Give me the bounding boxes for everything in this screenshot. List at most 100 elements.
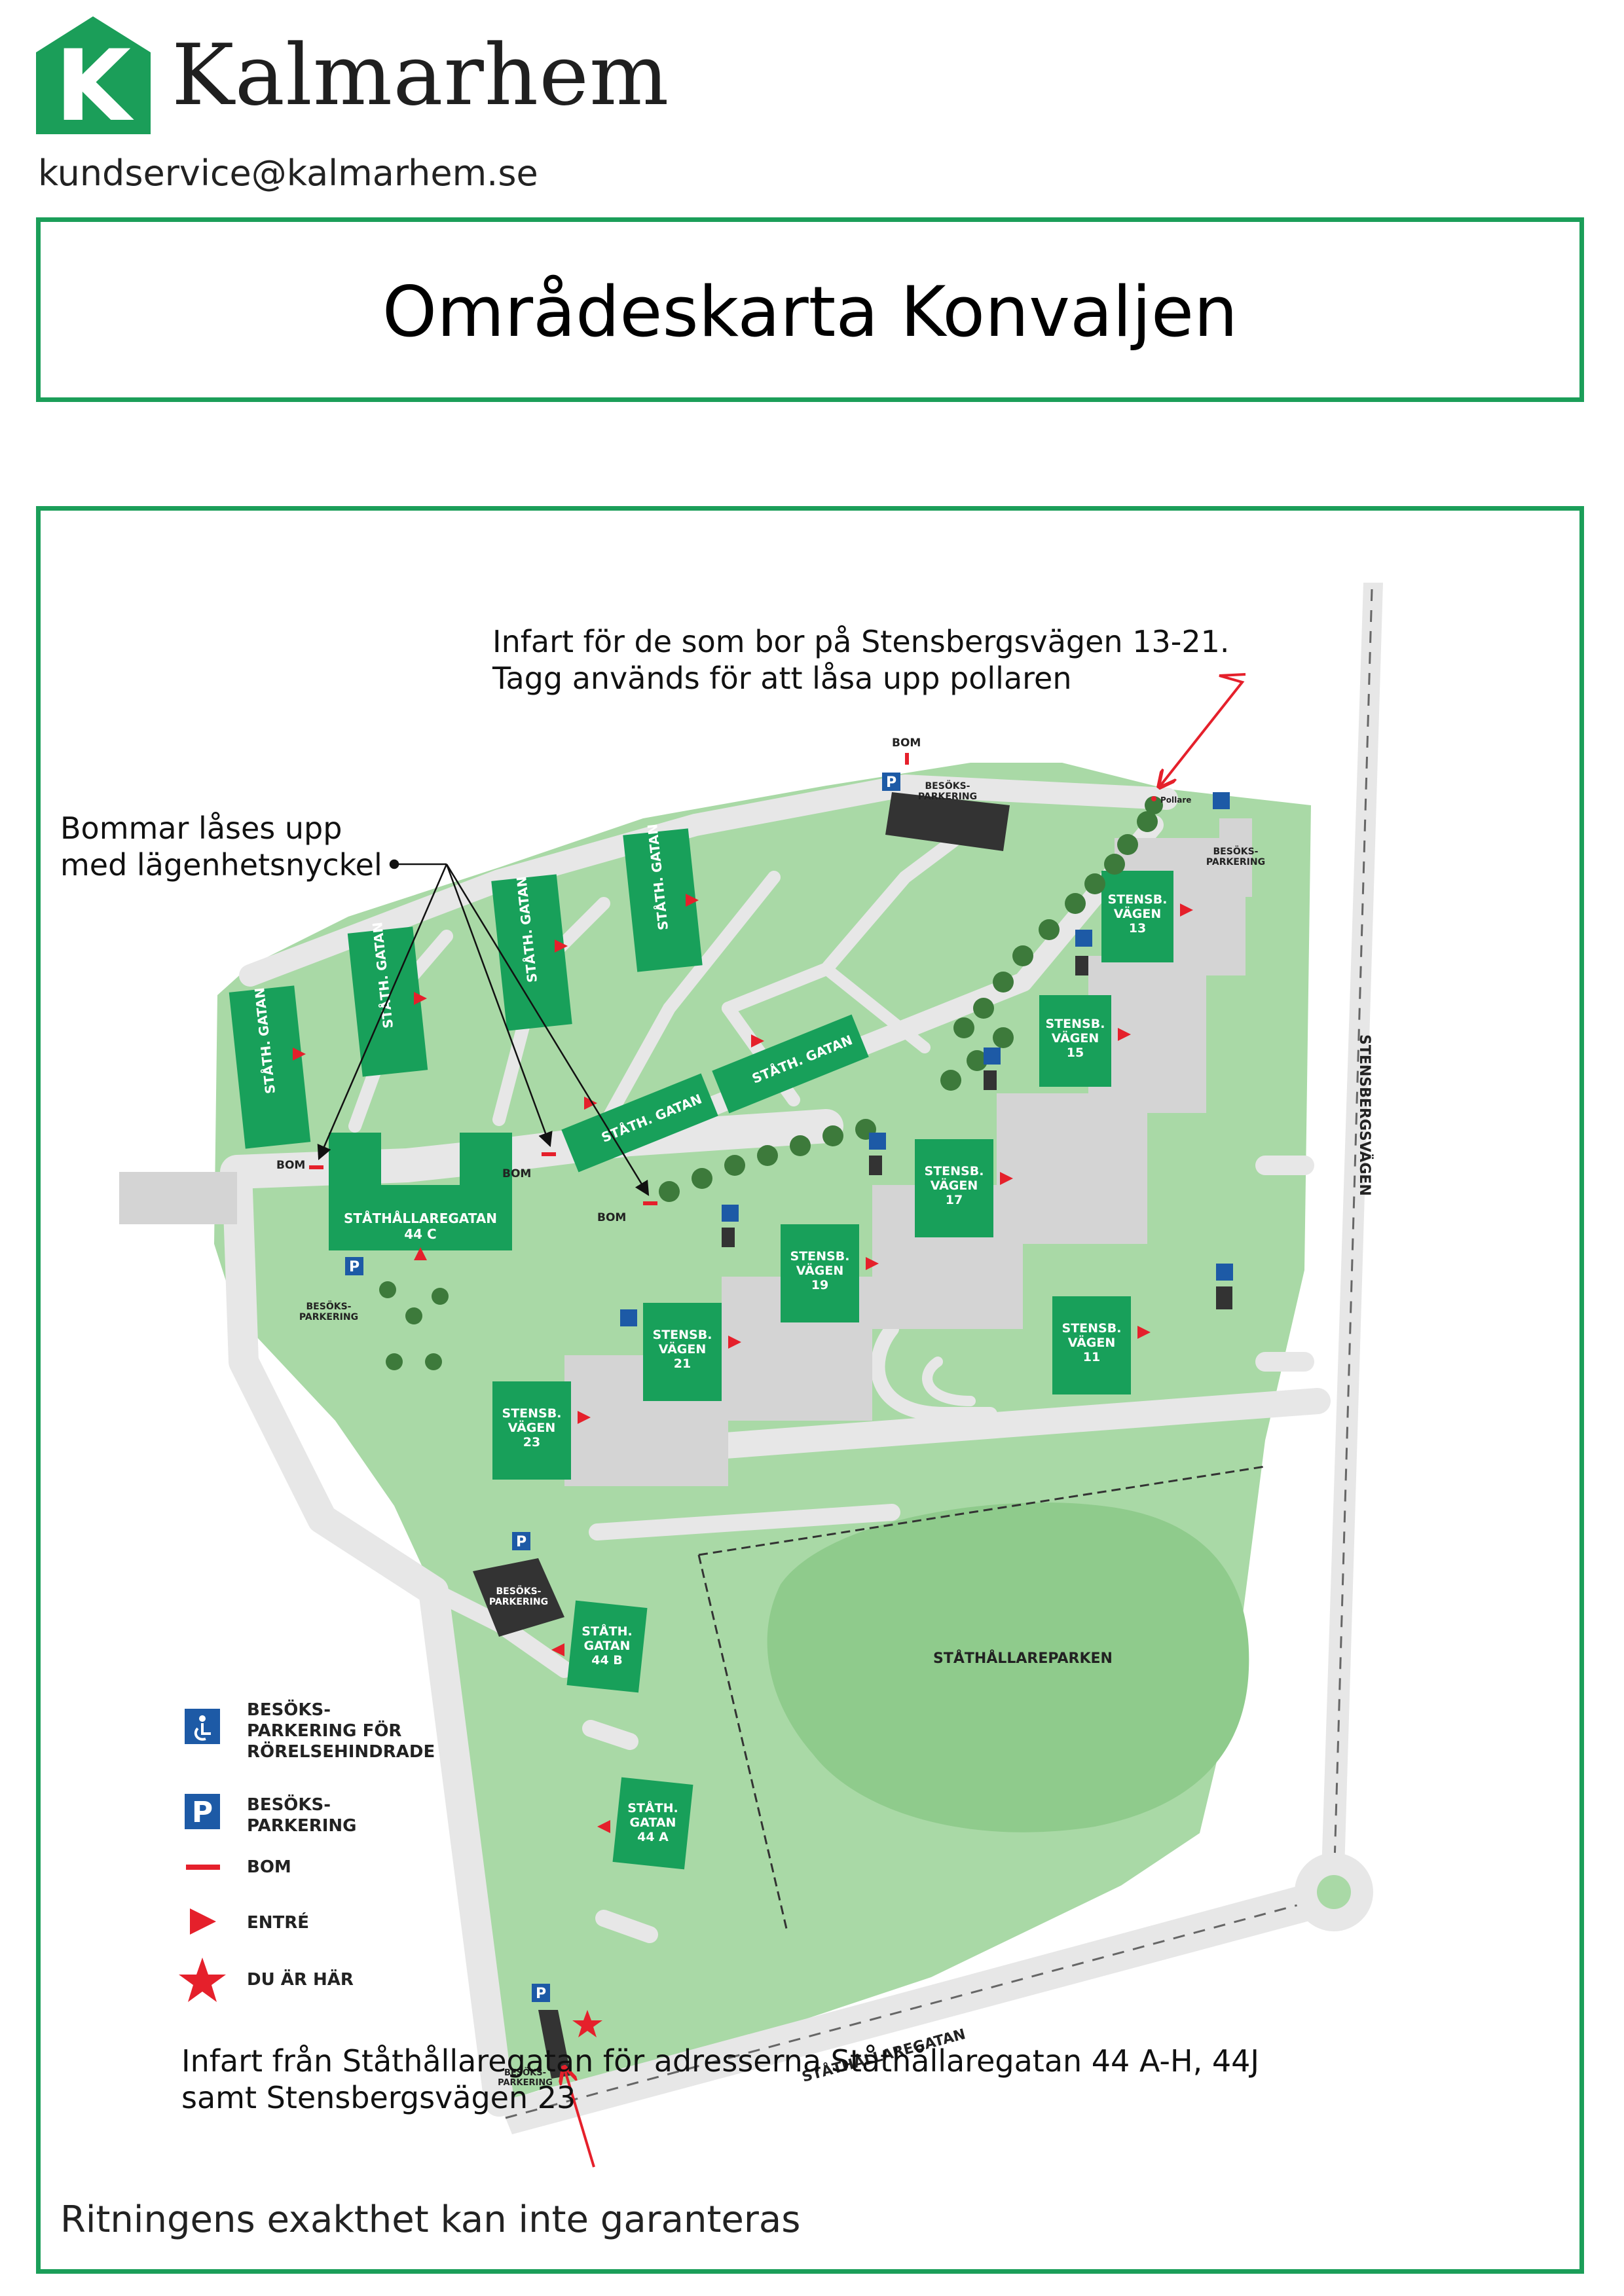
entrance-marker xyxy=(1000,1172,1013,1185)
entrances xyxy=(293,894,1193,1833)
label-sv19-3: 19 xyxy=(811,1278,828,1292)
label-sv23-3: 23 xyxy=(523,1435,540,1449)
legend-parking-2: PARKERING xyxy=(247,1816,357,1836)
label-sg44c: STÅTHÅLLAREGATAN xyxy=(344,1211,497,1226)
customer-service-email[interactable]: kundservice@kalmarhem.se xyxy=(38,153,538,194)
entrance-marker xyxy=(551,1643,564,1656)
label-sv11-3: 11 xyxy=(1083,1350,1100,1364)
building-sv11 xyxy=(1052,1296,1131,1394)
top-entry-arrow xyxy=(1160,673,1246,786)
barrier-pointers xyxy=(317,859,650,1196)
legend-disabled-1: BESÖKS- xyxy=(247,1698,331,1720)
parking-icon-bottom: P xyxy=(532,1984,550,2002)
wheelchair-icon xyxy=(984,1048,1001,1065)
label-sv21-3: 21 xyxy=(674,1357,691,1371)
bom-label: BOM xyxy=(597,1211,626,1224)
label-sg44b: STÅTH. xyxy=(581,1623,632,1639)
parking-right-label-1: BESÖKS- xyxy=(1213,845,1259,857)
label-sg44b-3: 44 B xyxy=(591,1653,623,1667)
building-sg44f xyxy=(623,828,703,972)
map-drawing: STÅTHÅLLAREPARKEN STENSBERGSVÄGEN STÅTHÅ… xyxy=(119,583,1383,2168)
barriers: BOM BOM BOM BOM Pollare xyxy=(276,737,1191,1224)
parking-icon-left: P xyxy=(345,1257,363,1275)
kalmarhem-logo: K xyxy=(36,16,151,134)
barrier-mark xyxy=(643,1201,657,1205)
building-sv23 xyxy=(492,1381,571,1480)
parking-icon-top: P xyxy=(882,773,900,791)
parking-top-label-2: PARKERING xyxy=(918,792,977,802)
building-sv15 xyxy=(1039,995,1111,1087)
building-sg44d xyxy=(561,1073,718,1173)
road-stensbergsvagen xyxy=(1321,583,1383,1892)
note-top-entry: Infart för de som bor på Stensbergsvägen… xyxy=(492,624,1230,697)
roundabout-center xyxy=(1317,1875,1351,1909)
label-sg44c-num: 44 C xyxy=(404,1226,436,1242)
svg-text:BESÖKS-PARKERING: BESÖKS-PARKERING xyxy=(247,1793,357,1836)
legend-parking-icon xyxy=(185,1794,220,1829)
entrance-marker xyxy=(597,1820,610,1833)
label-sv15: STENSB. xyxy=(1046,1017,1105,1031)
legend-barrier: BOM xyxy=(247,1857,291,1877)
wheelchair-icon xyxy=(1216,1264,1233,1281)
wheelchair-icon xyxy=(1075,930,1092,947)
legend-entrance-icon xyxy=(190,1908,216,1935)
entrance-marker xyxy=(578,1411,591,1424)
building-sv21 xyxy=(643,1303,722,1401)
park-boundary xyxy=(697,1465,1266,1932)
label-sg44a-2: GATAN xyxy=(630,1815,676,1830)
building-sv19 xyxy=(781,1224,859,1322)
visitor-parking-lots: BESÖKS-PARKERING BESÖKS-PARKERING BESÖKS… xyxy=(299,780,1265,2088)
disabled-parking-icons xyxy=(620,792,1233,1326)
building-sg44b xyxy=(566,1600,648,1693)
svg-text:BESÖKS-PARKERING: BESÖKS-PARKERING xyxy=(489,1585,548,1607)
label-sv19-2: VÄGEN xyxy=(796,1262,844,1278)
bollard xyxy=(1151,796,1156,801)
entrance-marker xyxy=(414,992,427,1005)
parking-bottom-label-1: BESÖKS- xyxy=(504,2068,546,2078)
you-are-here-star xyxy=(572,2010,602,2037)
entrance-marker xyxy=(1137,1326,1151,1339)
building-sv17 xyxy=(915,1139,993,1237)
label-sv17-3: 17 xyxy=(946,1193,963,1207)
svg-text:BESÖKS-PARKERING: BESÖKS-PARKERING xyxy=(918,780,977,802)
wheelchair-icon xyxy=(1213,792,1230,809)
label-sv19: STENSB. xyxy=(790,1249,850,1264)
parking-middle xyxy=(473,1558,564,1637)
label-sv21-2: VÄGEN xyxy=(659,1341,707,1357)
parking-bottom xyxy=(538,2010,571,2079)
entrance-marker xyxy=(293,1048,306,1061)
label-sv23-2: VÄGEN xyxy=(508,1419,556,1435)
label-sv21: STENSB. xyxy=(653,1328,712,1342)
legend-disabled-2: PARKERING FÖR xyxy=(247,1719,401,1741)
barrier-mark xyxy=(905,753,909,765)
parking-left-label-1: BESÖKS- xyxy=(306,1300,352,1312)
road-stensbergsvagen-marking xyxy=(1333,589,1373,1886)
svg-text:P: P xyxy=(192,1796,213,1829)
page-title: Områdeskarta Konvaljen xyxy=(382,272,1238,352)
bom-label: BOM xyxy=(502,1167,531,1180)
wheelchair-icon xyxy=(722,1205,739,1222)
road-stathallaregatan-marking xyxy=(505,1894,1335,2119)
area-map: STÅTHÅLLAREPARKEN STENSBERGSVÄGEN STÅTHÅ… xyxy=(36,506,1584,2274)
label-sv13-2: VÄGEN xyxy=(1114,905,1162,921)
legend-parking-1: BESÖKS- xyxy=(247,1793,331,1815)
legend-disabled-3: RÖRELSEHINDRADE xyxy=(247,1740,435,1762)
entrance-marker xyxy=(686,894,699,907)
svg-text:BESÖKS-PARKERING: BESÖKS-PARKERING xyxy=(1206,845,1265,867)
entrance-marker xyxy=(728,1336,741,1349)
building-sg44c xyxy=(329,1133,512,1250)
pollare-label: Pollare xyxy=(1160,795,1191,805)
building-sv13 xyxy=(1101,871,1173,962)
label-sv13-3: 13 xyxy=(1129,921,1146,936)
label-sv11: STENSB. xyxy=(1062,1321,1122,1336)
barrier-mark xyxy=(309,1165,323,1169)
legend-barrier-icon xyxy=(186,1865,220,1870)
label-sv17: STENSB. xyxy=(925,1164,984,1178)
